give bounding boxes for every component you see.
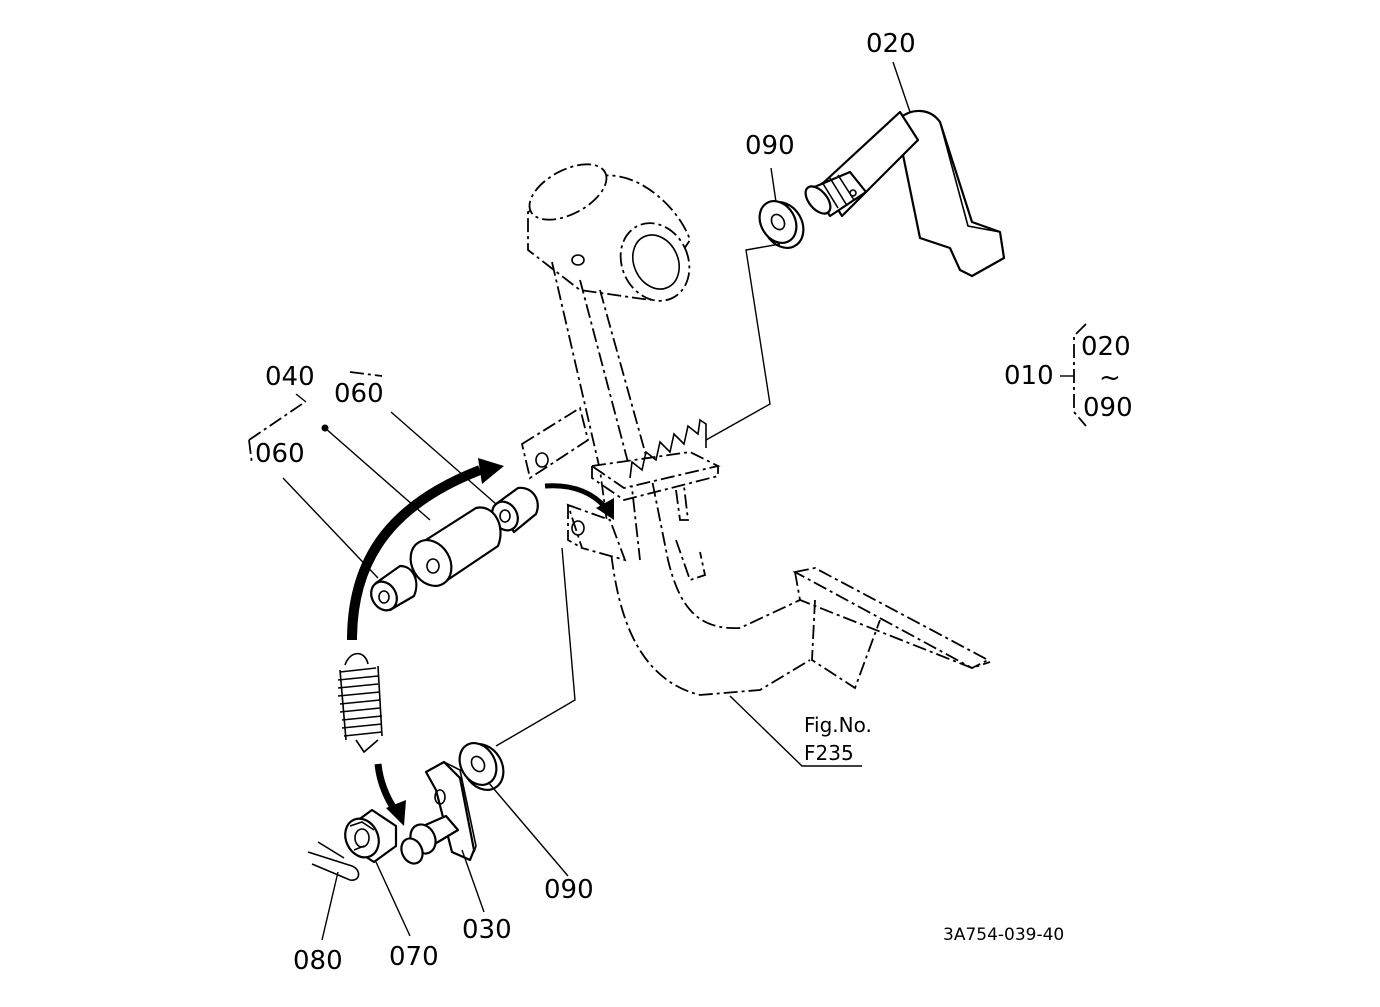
- label-030: 030: [462, 915, 512, 945]
- bracket-edge: [443, 761, 477, 853]
- bracket-030: [400, 760, 477, 865]
- upper-bracket-ear: [520, 406, 590, 480]
- collar-040: [409, 506, 502, 587]
- arrow-bushings-head: [478, 458, 504, 484]
- arrow-pin-to-ratchet: [544, 483, 608, 510]
- label-tilde: ~: [1099, 363, 1121, 393]
- label-060-left: 060: [255, 439, 305, 469]
- ratchet-plate: [589, 451, 721, 489]
- leader-020: [892, 61, 911, 113]
- washer-090-bottom: [458, 742, 505, 791]
- label-070: 070: [389, 942, 439, 972]
- fig-ref-line1: Fig.No.: [804, 713, 872, 737]
- castle-nut-070: [344, 808, 398, 864]
- fig-ref-line2: F235: [804, 741, 854, 765]
- pedal-arm-reference: [520, 163, 991, 696]
- lever-edge: [939, 121, 1001, 233]
- split-pin-080: [307, 841, 360, 881]
- label-080: 080: [293, 946, 343, 976]
- bushing-upper-body: [494, 486, 539, 534]
- leader-090-bottom-to-ear: [495, 547, 576, 747]
- label-090-group: 090: [1083, 393, 1133, 423]
- label-090-bottom: 090: [544, 875, 594, 905]
- arm-stop: [675, 539, 707, 582]
- bushing-060-left: [370, 564, 418, 612]
- drawing-number: 3A754-039-40: [943, 925, 1064, 945]
- label-020-top: 020: [866, 29, 916, 59]
- leader-lines: [248, 61, 1087, 941]
- lower-ear-side: [567, 505, 583, 549]
- bushing-left-hole: [378, 590, 390, 604]
- assembly-arrows: [347, 458, 614, 826]
- nut-slots: [349, 821, 375, 851]
- pedal-boss-rear: [528, 163, 608, 221]
- washer-bottom-hole: [470, 755, 486, 773]
- label-060-upper: 060: [334, 379, 384, 409]
- label-090-top: 090: [745, 131, 795, 161]
- lower-bracket-ear: [566, 503, 627, 562]
- pin-end: [400, 837, 424, 865]
- label-040: 040: [265, 362, 315, 392]
- split-pin-leg: [317, 841, 345, 859]
- spring-hook-top: [344, 652, 369, 666]
- split-pin-loop: [307, 851, 360, 881]
- pedal-pad-side: [794, 571, 991, 669]
- ratchet-plate-side: [591, 466, 719, 501]
- leader-070: [375, 861, 411, 937]
- washer-top-hole: [770, 213, 786, 231]
- pedal-boss-bore: [632, 234, 680, 290]
- pedal-boss-hole: [571, 254, 585, 266]
- shaft-lever-020: [804, 109, 1006, 278]
- arrow-pin-head: [596, 498, 614, 520]
- spring-coils: [337, 667, 383, 737]
- figure-reference: Fig.No. F235: [804, 713, 872, 765]
- bushing-left-face: [370, 580, 398, 612]
- pedal-pad-top: [792, 567, 990, 670]
- spring-hook-bottom: [355, 739, 379, 754]
- group-bracket-010: [1073, 323, 1087, 427]
- pedal-arm-left-edge: [551, 261, 811, 696]
- lower-ear-hole: [571, 520, 585, 536]
- arrow-spring-head: [386, 800, 406, 826]
- leader-080: [321, 871, 339, 941]
- leader-030: [461, 849, 485, 913]
- ratchet-tab: [675, 485, 690, 521]
- spring-sides: [339, 665, 383, 741]
- group-tick-040: [295, 393, 307, 403]
- ratchet-teeth: [629, 418, 707, 479]
- washer-top-face: [758, 200, 798, 244]
- bushing-upper-hole: [499, 509, 511, 523]
- pedal-pad-bracket: [811, 599, 881, 690]
- group-bracket-040: [248, 371, 383, 465]
- lever-arm: [898, 109, 1006, 278]
- leader-090-top-to-ratchet: [705, 243, 781, 441]
- return-spring: [337, 652, 383, 754]
- pedal-arm-right-edge: [599, 289, 801, 629]
- leader-060-left: [282, 477, 379, 579]
- leader-090-bottom: [487, 781, 569, 877]
- label-010: 010: [1004, 361, 1054, 391]
- upper-ear-hole: [535, 452, 549, 468]
- pedal-arm-inner: [579, 279, 641, 561]
- leader-040: [324, 427, 431, 521]
- label-020-group: 020: [1081, 332, 1131, 362]
- leader-060-upper: [390, 411, 497, 505]
- callout-labels: 020 090 010 020 ~ 090 040 060 060 090 03…: [255, 29, 1133, 976]
- leader-090-top: [770, 167, 777, 203]
- collar-face: [409, 539, 453, 587]
- shaft-pin-hole: [849, 189, 857, 197]
- leader-fig-ref: [729, 695, 862, 767]
- shaft-tip: [804, 185, 832, 215]
- washer-090-top: [758, 200, 805, 249]
- bracket-plate: [424, 760, 476, 862]
- arrow-bushings-to-ear: [347, 465, 482, 641]
- arrow-spring-to-bracket: [374, 763, 399, 814]
- bracket-hole: [434, 789, 446, 805]
- collar-hole: [426, 558, 440, 574]
